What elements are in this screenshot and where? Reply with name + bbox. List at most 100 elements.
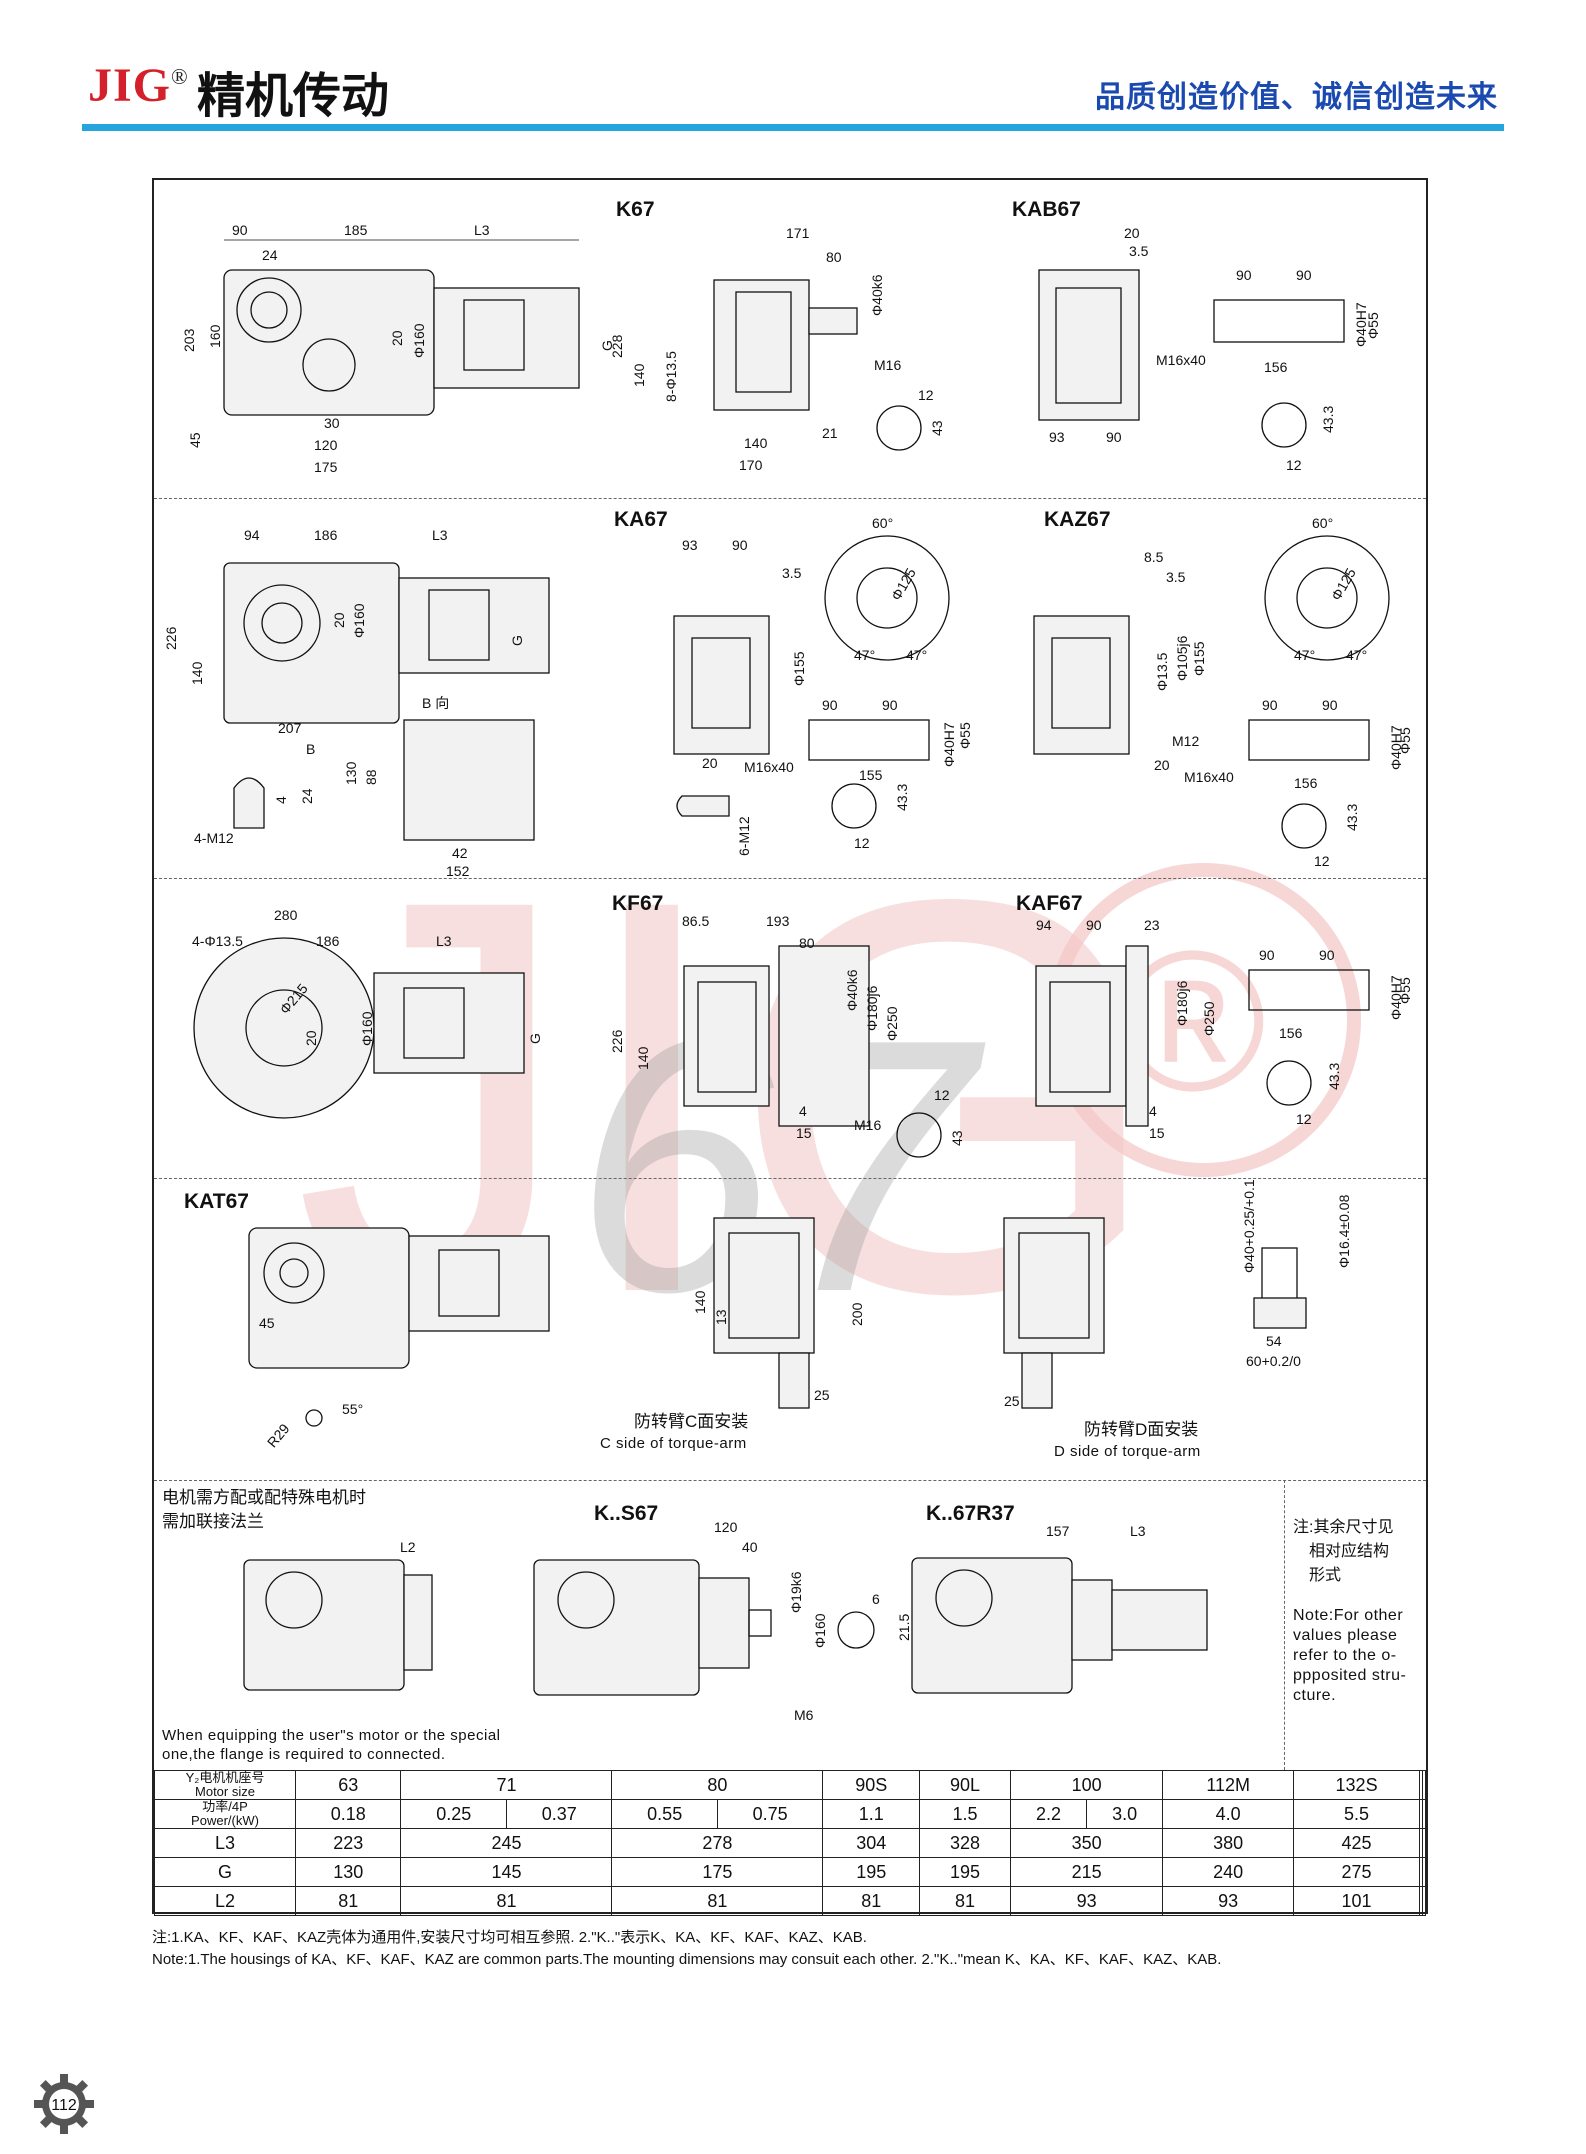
kab67-dim-35: 3.5 [1129, 243, 1149, 259]
cell-power-0: 0.18 [294, 1799, 402, 1829]
dim-45: 45 [187, 432, 203, 448]
side-note: 注:其余尺寸见 相对应结构 形式 Note:For other values p… [1284, 1480, 1427, 1770]
ka-dim-24: 24 [299, 788, 315, 804]
row-kat67: KAT67 45 55° R29 140 13 200 25 25 Φ40+0.… [154, 1178, 1426, 1481]
kf67-dim-phi250: Φ250 [884, 1006, 900, 1041]
cell-power-6: 1.5 [919, 1799, 1011, 1829]
kaz67-dim-12: 12 [1314, 853, 1330, 869]
label-kab67: KAB67 [1012, 198, 1081, 221]
ka-dim-b: B [306, 741, 315, 757]
cell-motor-90s: 90S [822, 1770, 921, 1800]
kf67-dim-226: 226 [609, 1029, 625, 1053]
side-d-en: D side of torque-arm [1054, 1443, 1201, 1460]
kaz67-dim-433: 43.3 [1344, 804, 1360, 831]
opt-l2: L2 [400, 1539, 416, 1555]
cell-g-1: 145 [400, 1857, 613, 1887]
cell-motor-empty2 [1421, 1770, 1427, 1800]
kaf67-dim-433: 43.3 [1326, 1063, 1342, 1090]
cell-power-9: 4.0 [1162, 1799, 1295, 1829]
kf-dim-186: 186 [316, 933, 340, 949]
k67-dim-phi40k6: Φ40k6 [869, 274, 885, 316]
kf67-dim-43: 43 [949, 1130, 965, 1146]
row-k67: K67 KAB67 90 185 L3 24 203 160 20 Φ160 G… [154, 180, 1426, 499]
side-d-cn: 防转臂D面安装 [1084, 1420, 1199, 1439]
kaf67-dim-94: 94 [1036, 917, 1052, 933]
label-kaz67: KAZ67 [1044, 508, 1111, 531]
ka-dim-94: 94 [244, 527, 260, 543]
ka67-dim-155: 155 [859, 767, 883, 783]
kab67-dim-90c: 90 [1106, 429, 1122, 445]
kf67-dim-phi40k6: Φ40k6 [844, 969, 860, 1011]
side-note-cn-3: 形式 [1309, 1567, 1342, 1584]
ks67-dim-120: 120 [714, 1519, 738, 1535]
ka67-dim-90b: 90 [882, 697, 898, 713]
cell-power-4: 0.75 [716, 1799, 824, 1829]
k67-dim-228: 228 [609, 334, 625, 358]
kf67-dim-15: 15 [796, 1125, 812, 1141]
kf67-dim-865: 86.5 [682, 913, 709, 929]
k67-dim-140: 140 [631, 363, 647, 387]
kf67-dim-193: 193 [766, 913, 790, 929]
kab67-dim-20: 20 [1124, 225, 1140, 241]
sidec-dim-13: 13 [713, 1309, 729, 1325]
table-row-l3: L3 223 245 278 304 328 350 380 425 [154, 1828, 1427, 1858]
k67-dim-43: 43 [929, 420, 945, 436]
footnote-cn: 注:1.KA、KF、KAF、KAZ壳体为通用件,安装尺寸均可相互参照. 2."K… [152, 1929, 867, 1946]
cell-motor-132s: 132S [1293, 1770, 1421, 1800]
header-rule [82, 124, 1504, 131]
kaz67-dim-phi155: Φ155 [1191, 641, 1207, 676]
cell-l2-7: 101 [1293, 1886, 1421, 1916]
cell-l3-1: 245 [400, 1828, 613, 1858]
k67r37-dim-157: 157 [1046, 1523, 1070, 1539]
hdr-l3: L3 [154, 1828, 296, 1858]
sidec-dim-200: 200 [849, 1302, 865, 1326]
ka-dim-152: 152 [446, 863, 470, 878]
kaf67-dim-12: 12 [1296, 1111, 1312, 1127]
drawing-options: L2 120 40 Φ19k6 Φ160 M6 6 21.5 157 L3 [243, 1519, 1208, 1723]
ks67-dim-215: 21.5 [896, 1614, 912, 1641]
ka67-dim-433: 43.3 [894, 784, 910, 811]
cell-l3-0: 223 [294, 1828, 402, 1858]
kat-dim-r29: R29 [264, 1420, 293, 1450]
ka-dim-l3: L3 [432, 527, 448, 543]
cell-g-6: 240 [1162, 1857, 1295, 1887]
ka67-dim-phi40h7: Φ40H7 [941, 722, 957, 767]
kab67-dim-phi55: Φ55 [1365, 312, 1381, 339]
kf-dim-phi160: Φ160 [359, 1011, 375, 1046]
ka-dim-4m12: 4-M12 [194, 830, 234, 846]
ks67-dim-40: 40 [742, 1539, 758, 1555]
drawing-ka: 94 186 L3 226 140 20 Φ160 G 207 B B 向 4-… [163, 515, 1413, 878]
sleeve-dim-54: 54 [1266, 1333, 1282, 1349]
kaf67-dim-90: 90 [1086, 917, 1102, 933]
cell-motor-100: 100 [1009, 1770, 1164, 1800]
kaf67-dim-phi40h7: Φ40H7 [1388, 975, 1404, 1020]
kaz67-dim-90b: 90 [1322, 697, 1338, 713]
ks67-dim-phi160: Φ160 [812, 1613, 828, 1648]
kf67-dim-80: 80 [799, 935, 815, 951]
dim-30: 30 [324, 415, 340, 431]
kf67-dim-phi180j6: Φ180j6 [864, 985, 880, 1031]
sidec-dim-25: 25 [814, 1387, 830, 1403]
ks67-dim-m6: M6 [794, 1707, 814, 1723]
ka67-dim-35: 3.5 [782, 565, 802, 581]
ka-dim-88: 88 [363, 769, 379, 785]
ka-dim-130: 130 [343, 761, 359, 785]
cell-g-4: 195 [919, 1857, 1011, 1887]
ka67-dim-90a: 90 [822, 697, 838, 713]
side-note-cn-1: 注:其余尺寸见 [1293, 1519, 1394, 1536]
dim-185: 185 [344, 222, 368, 238]
kf67-dim-4: 4 [799, 1103, 807, 1119]
flange-note-en-2: one,the flange is required to connected. [162, 1746, 446, 1763]
cell-power-5: 1.1 [822, 1799, 921, 1829]
ka67-dim-93: 93 [682, 537, 698, 553]
cell-g-5: 215 [1009, 1857, 1164, 1887]
cell-g-2: 175 [611, 1857, 824, 1887]
kf-dim-l3: L3 [436, 933, 452, 949]
dim-20: 20 [389, 330, 405, 346]
drawing-k-side: 90 185 L3 24 203 160 20 Φ160 G 45 30 120… [181, 222, 1381, 475]
kat-dim-55: 55° [342, 1401, 363, 1417]
kf67-dim-12: 12 [934, 1087, 950, 1103]
cell-g-7: 275 [1293, 1857, 1421, 1887]
